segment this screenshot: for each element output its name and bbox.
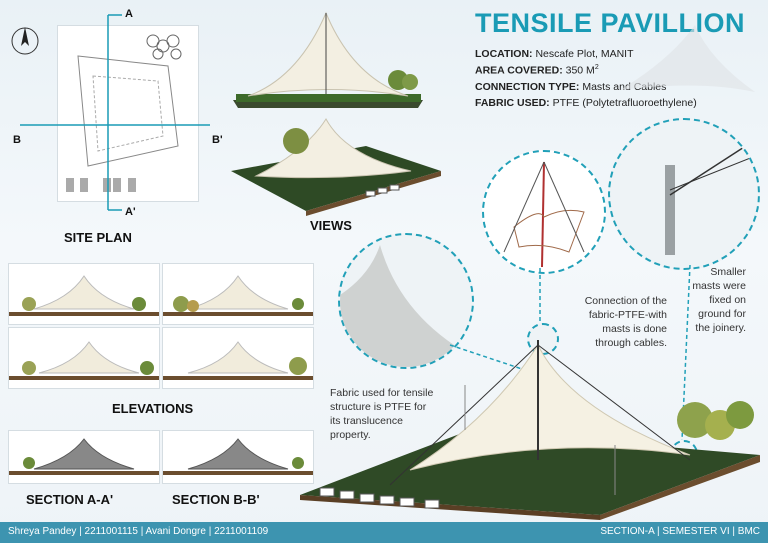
- marker-b-prime: B': [212, 134, 223, 146]
- section-aa-label: SECTION A-A': [26, 492, 114, 507]
- masts-note: Smaller masts were fixed on ground for t…: [692, 266, 746, 334]
- fabric-note: Fabric used for tensile structure is PTF…: [330, 387, 434, 441]
- section-cut-lines: [20, 14, 210, 211]
- marker-a: A: [125, 8, 133, 20]
- elevation-3: [8, 327, 160, 389]
- site-plan-label: SITE PLAN: [64, 230, 132, 245]
- view-render-1: [233, 11, 423, 108]
- info-fabric: FABRIC USED: PTFE (Polytetrafluoroethyle…: [475, 97, 697, 109]
- footer-bar: Shreya Pandey | 2211001115 | Avani Dongr…: [0, 522, 768, 543]
- elevation-4: [162, 327, 314, 389]
- views-label: VIEWS: [310, 218, 352, 233]
- elevations-label: ELEVATIONS: [112, 401, 194, 416]
- info-location: LOCATION: Nescafe Plot, MANIT: [475, 48, 634, 60]
- elevation-2: [162, 263, 314, 325]
- page-title: TENSILE PAVILLION: [475, 8, 746, 38]
- section-bb-label: SECTION B-B': [172, 492, 260, 507]
- site-plan-drawing: [57, 25, 199, 202]
- north-arrow-icon: [11, 27, 39, 55]
- fabric-detail-bubble: [338, 233, 474, 369]
- connection-note: Connection of the fabric-PTFE-with masts…: [584, 295, 667, 349]
- marker-b: B: [13, 134, 21, 146]
- footer-course: SECTION-A | SEMESTER VI | BMC: [600, 526, 760, 537]
- mast-detail-bubble: [608, 118, 760, 270]
- section-bb-drawing: [162, 430, 314, 484]
- faded-pavilion-graphic: [620, 25, 755, 92]
- view-render-2: [231, 118, 441, 216]
- marker-a-prime: A': [125, 206, 136, 218]
- info-area: AREA COVERED: 350 M2: [475, 64, 599, 77]
- connection-detail-bubble: [482, 150, 606, 274]
- elevation-1: [8, 263, 160, 325]
- main-pavilion-render: [300, 340, 760, 520]
- section-aa-drawing: [8, 430, 160, 484]
- footer-authors: Shreya Pandey | 2211001115 | Avani Dongr…: [8, 526, 269, 537]
